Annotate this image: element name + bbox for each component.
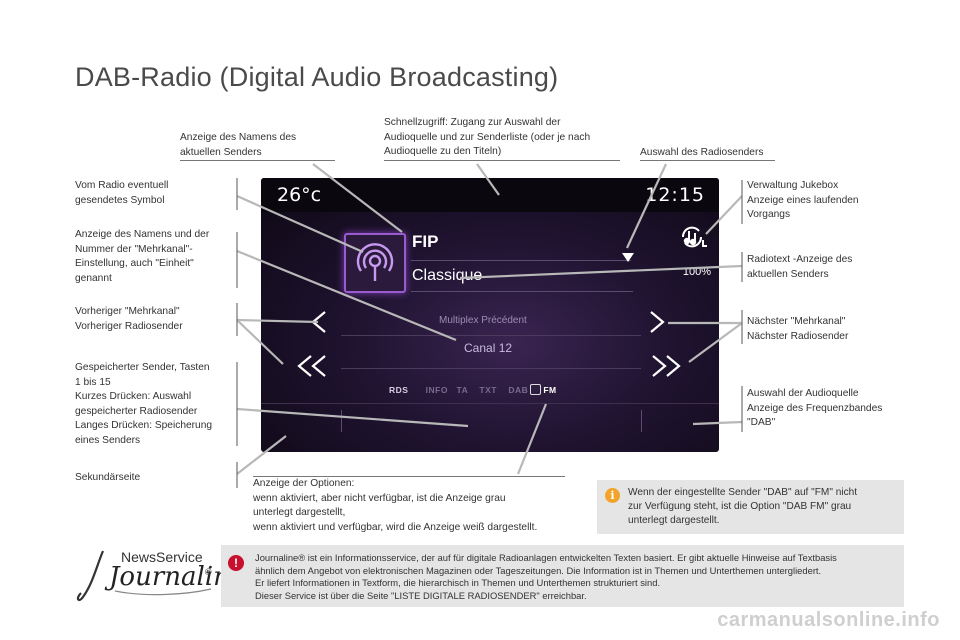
label-line: unterlegt dargestellt, [253,507,346,518]
label-line: aktuellen Senders [747,268,829,280]
multiplex-prev-label: Multiplex Précédent [439,315,527,326]
clock-display: 12:15 [645,184,705,206]
label-line: "DAB" [747,417,776,428]
label-line: Gespeicherter Sender, Tasten [75,362,210,373]
note-line: Er liefert Informationen in Textform, di… [255,577,661,589]
label-line: Nummer der "Mehrkanal"- [75,243,193,255]
label-line: aktuellen Senders [180,146,262,158]
option-rds[interactable]: RDS [389,385,409,395]
band-options: RDS INFO TA TXT DAB FM [389,384,557,395]
label-line: Schnellzugriff: Zugang zur Auswahl der [384,117,561,128]
option-txt[interactable]: TXT [479,385,497,395]
label-line: Radiotext -Anzeige des [747,254,853,265]
label-line: Kurzes Drücken: Auswahl [75,391,192,402]
label-jukebox: Verwaltung Jukebox Anzeige eines laufend… [747,179,859,223]
label-station-select: Auswahl des Radiosenders [640,146,763,161]
station-name: FIP [412,232,439,251]
prev-station-icon[interactable] [295,354,331,382]
label-line: Vorgangs [747,209,791,220]
label-line: Sekundärseite [75,472,141,483]
label-line: wenn aktiviert, aber nicht verfügbar, is… [253,492,506,504]
option-info[interactable]: INFO [425,385,448,395]
label-secondary: Sekundärseite [75,471,140,486]
label-station-name: Anzeige des Namens des aktuellen Senders [180,131,296,160]
dab-fm-checkbox-icon [530,384,542,395]
info-note-text: Wenn der eingestellte Sender "DAB" auf "… [628,486,857,529]
station-logo-icon [344,233,406,293]
label-line: Vorheriger "Mehrkanal" [75,306,180,317]
journaline-text: Journaline® ist ein Informationsservice,… [255,552,837,602]
journaline-note: ! Journaline® ist ein Informationsservic… [221,545,904,607]
logo-registered: ® [205,567,212,577]
info-icon: i [605,488,620,503]
station-genre: Classique [412,267,483,284]
temperature-display: 26°c [277,184,322,206]
label-line: Vom Radio eventuell [75,180,169,191]
option-ta[interactable]: TA [456,385,468,395]
warning-icon: ! [228,555,244,571]
journaline-logo: NewsService Journaline ® [75,545,245,603]
option-fm[interactable]: FM [543,385,557,395]
next-station-icon[interactable] [649,354,685,382]
label-line: Einstellung, auch "Einheit" [75,258,194,269]
label-radiotext: Radiotext -Anzeige des aktuellen Senders [747,253,852,282]
label-line: Anzeige des Namens und der [75,229,210,240]
label-options: Anzeige der Optionen: wenn aktiviert, ab… [253,477,537,535]
source-select-icon[interactable] [622,253,634,262]
label-line: eines Senders [75,434,141,446]
label-shortcut: Schnellzugriff: Zugang zur Auswahl der A… [384,116,590,160]
multiplex-canal: Canal 12 [464,341,513,355]
next-multiplex-icon[interactable] [647,310,667,338]
label-line: Auswahl der Audioquelle [747,388,859,399]
label-line: Nächster "Mehrkanal" [747,316,846,327]
label-line: Anzeige der Optionen: [253,478,355,489]
label-line: Audioquelle zu den Titeln) [384,146,502,157]
label-symbol: Vom Radio eventuell gesendetes Symbol [75,179,168,208]
page-title: DAB-Radio (Digital Audio Broadcasting) [75,62,559,92]
label-source: Auswahl der Audioquelle Anzeige des Freq… [747,387,882,431]
label-line: Anzeige des Frequenzbandes [747,402,883,414]
label-line: Vorheriger Radiosender [75,320,183,332]
label-line: Langes Drücken: Speicherung [75,420,213,431]
label-line: Auswahl des Radiosenders [640,147,764,158]
label-line: Verwaltung Jukebox [747,180,839,191]
label-prev: Vorheriger "Mehrkanal" Vorheriger Radios… [75,305,183,334]
label-line: wenn aktiviert und verfügbar, wird die A… [253,521,538,533]
label-line: Anzeige des Namens des [180,132,297,143]
label-multiplex-name: Anzeige des Namens und der Nummer der "M… [75,228,209,286]
label-line: Anzeige eines laufenden [747,194,859,206]
label-line: gesendetes Symbol [75,194,165,206]
label-presets: Gespeicherter Sender, Tasten 1 bis 15 Ku… [75,361,212,448]
jukebox-icon[interactable] [679,224,709,255]
watermark: carmanualsonline.info [717,609,940,631]
note-line: Wenn der eingestellte Sender "DAB" auf "… [628,487,858,498]
label-line: gespeicherter Radiosender [75,405,198,417]
radio-screen: 26°c 12:15 FIP Classique 100% [261,178,719,452]
label-line: Audioquelle und zur Senderliste (oder je… [384,131,591,143]
info-note: i Wenn der eingestellte Sender "DAB" auf… [597,480,904,534]
label-line: Nächster Radiosender [747,330,849,342]
label-line: genannt [75,272,112,284]
note-line: ähnlich dem Angebot von elektronischen M… [255,564,822,576]
note-line: Journaline® ist ein Informationsservice,… [255,552,837,563]
label-next: Nächster "Mehrkanal" Nächster Radiosende… [747,315,848,344]
note-line: zur Verfügung steht, ist die Option "DAB… [628,501,852,513]
note-line: Dieser Service ist über die Seite "LISTE… [255,589,587,601]
option-dab[interactable]: DAB [508,385,529,395]
note-line: unterlegt dargestellt. [628,515,720,527]
logo-newsservice: NewsService [121,549,203,565]
label-line: 1 bis 15 [75,376,111,388]
